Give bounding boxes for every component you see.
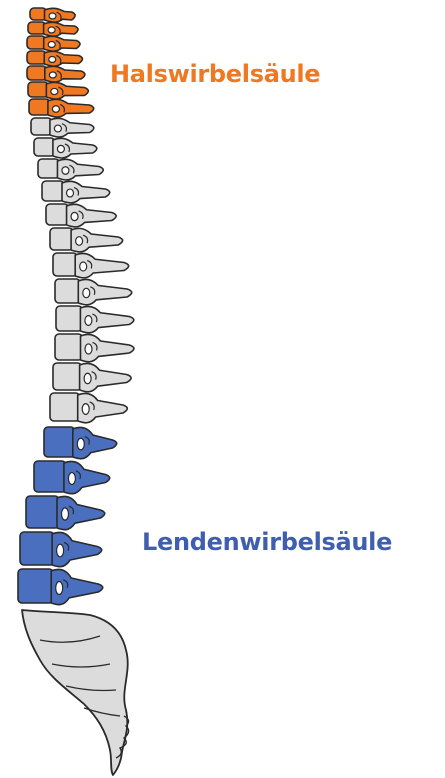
vertebral-body (55, 334, 83, 360)
foramen (62, 508, 69, 520)
vertebra-cervical-5 (27, 66, 85, 82)
foramen (49, 13, 56, 19)
vertebral-body (31, 118, 52, 135)
vertebra-thoracic-1 (31, 118, 94, 137)
vertebra-thoracic-3 (38, 159, 103, 180)
foramen (83, 288, 90, 297)
vertebral-body (27, 66, 47, 80)
vertebra-thoracic-11 (53, 363, 131, 392)
vertebra-lumbar-4 (20, 532, 102, 567)
cervical-spine-label: Halswirbelsäule (110, 60, 320, 88)
vertebral-body (26, 496, 59, 528)
foramen (48, 42, 55, 48)
foramen (68, 473, 75, 485)
vertebra-thoracic-8 (55, 279, 132, 305)
foramen (84, 373, 91, 383)
vertebra-thoracic-10 (55, 334, 134, 362)
vertebral-body (53, 363, 82, 390)
vertebral-body (44, 427, 75, 457)
sacrum (22, 610, 128, 775)
vertebral-body (20, 532, 54, 565)
vertebral-body (55, 279, 80, 303)
vertebra-thoracic-4 (42, 181, 110, 203)
vertebra-cervical-1 (30, 8, 75, 22)
vertebral-body (53, 253, 77, 276)
vertebra-cervical-4 (27, 51, 82, 66)
vertebral-body (27, 36, 46, 49)
foramen (56, 582, 63, 595)
vertebra-thoracic-5 (46, 204, 116, 227)
foramen (71, 212, 78, 220)
vertebral-body (50, 393, 80, 421)
vertebra-thoracic-7 (53, 253, 129, 278)
foramen (80, 262, 87, 271)
vertebra-cervical-2 (28, 22, 78, 36)
sacrum-coccyx (22, 610, 129, 775)
foramen (48, 27, 55, 33)
vertebra-lumbar-3 (26, 496, 105, 530)
vertebral-body (46, 204, 69, 225)
vertebra-lumbar-2 (34, 461, 110, 494)
vertebral-body (42, 181, 64, 201)
vertebra-thoracic-6 (50, 228, 123, 252)
vertebral-body (34, 138, 55, 156)
vertebra-cervical-6 (28, 82, 88, 99)
foramen (49, 72, 56, 78)
foramen (85, 316, 92, 326)
vertebra-cervical-7 (29, 99, 94, 117)
foramen (85, 344, 92, 354)
vertebral-body (50, 228, 73, 250)
foramen (67, 189, 74, 197)
foramen (57, 145, 64, 152)
foramen (76, 237, 83, 246)
vertebral-body (18, 569, 53, 603)
vertebra-thoracic-2 (34, 138, 97, 158)
vertebrae-group (18, 8, 134, 605)
foramen (49, 57, 56, 63)
lumbar-spine-label: Lendenwirbelsäule (142, 528, 392, 556)
foramen (54, 125, 61, 132)
vertebra-thoracic-12 (50, 393, 127, 423)
vertebral-body (28, 82, 48, 97)
vertebral-body (29, 99, 50, 115)
foramen (77, 438, 84, 450)
vertebral-body (56, 306, 82, 331)
foramen (51, 88, 58, 94)
vertebral-body (34, 461, 66, 492)
vertebra-lumbar-5 (18, 569, 103, 605)
foramen (82, 404, 89, 415)
vertebral-body (27, 51, 46, 64)
foramen (62, 167, 69, 175)
vertebral-body (38, 159, 59, 178)
foramen (57, 544, 64, 557)
foramen (52, 106, 59, 112)
vertebra-thoracic-9 (56, 306, 134, 333)
vertebra-lumbar-1 (44, 427, 117, 459)
vertebra-cervical-3 (27, 36, 80, 51)
